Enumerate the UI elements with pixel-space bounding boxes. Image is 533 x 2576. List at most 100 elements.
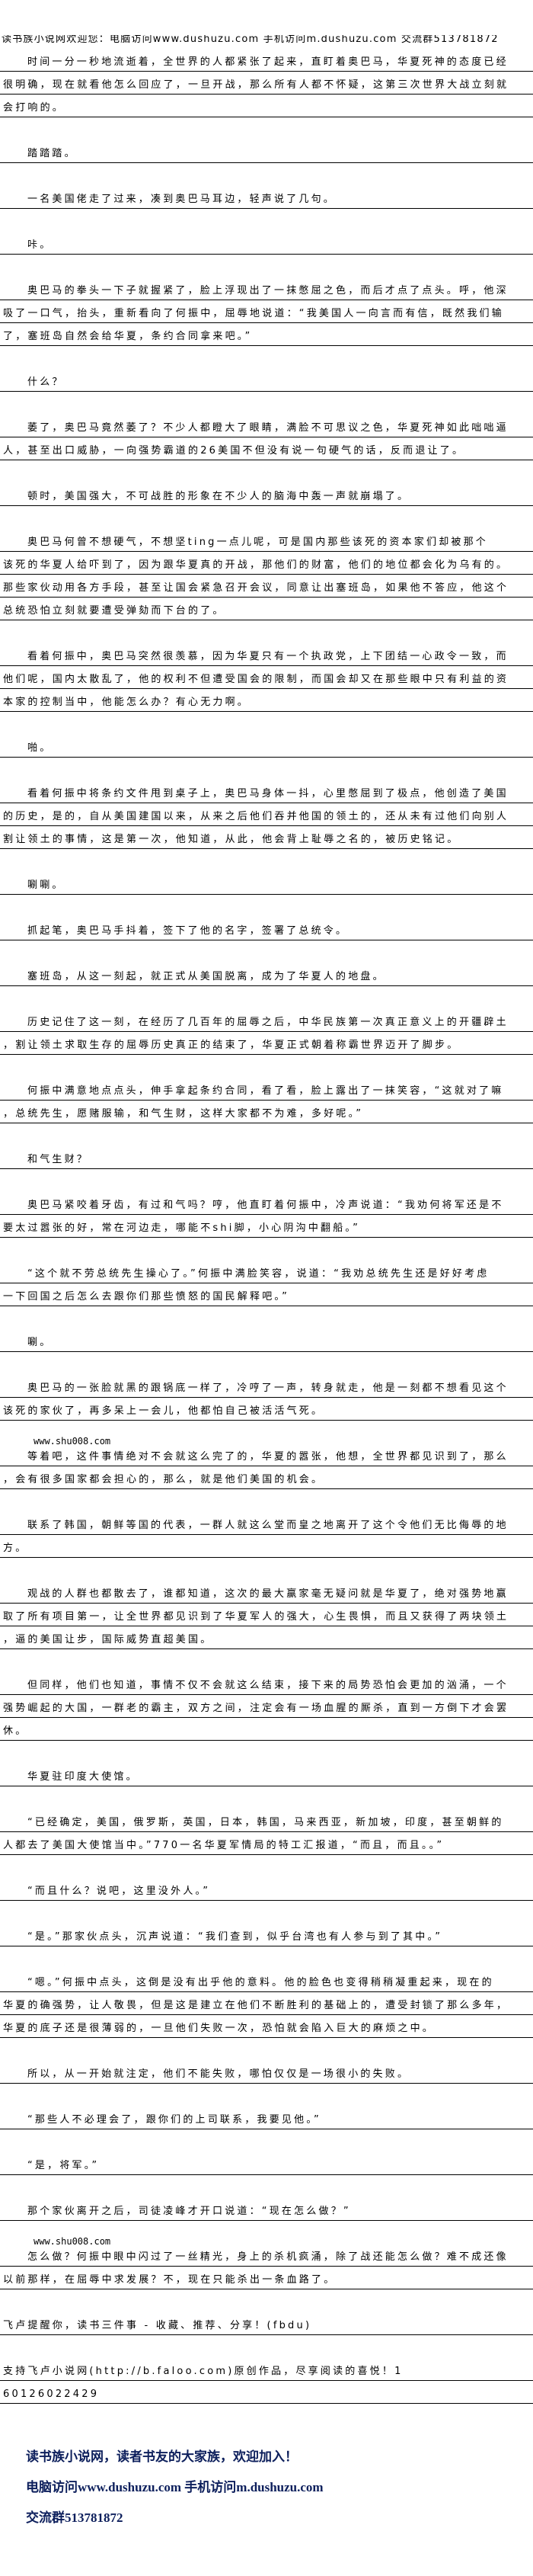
text-line: 奥巴马紧咬着牙齿，有过和气吗？哼，他直盯着何振中，冷声说道：“我劝何将军还是不 [0, 1192, 533, 1215]
paragraph: 一名美国佬走了过来，凑到奥巴马耳边，轻声说了几句。 [0, 186, 533, 209]
text-line: 看着何振中，奥巴马突然很羡慕，因为华夏只有一个执政党，上下团结一心政令一致，而 [0, 643, 533, 666]
text-line: “是，将军。” [0, 2152, 533, 2175]
text-line: 60126022429 [0, 2381, 533, 2404]
line-text: 强势崛起的大国，一群老的霸主，双方之间，注定会有一场血腥的厮杀，直到一方倒下才会… [3, 1703, 509, 1714]
text-line: 奥巴马的一张脸就黑的跟锅底一样了，冷哼了一声，转身就走，他是一刻都不想看见这个 [0, 1375, 533, 1398]
paragraph: 等着吧，这件事情绝对不会就这么完了的，华夏的嚣张，他想，全世界都见识到了，那么，… [0, 1443, 533, 1489]
paragraph: 什么？ [0, 369, 533, 392]
line-text: 所以，从一开始就注定，他们不能失败，哪怕仅仅是一场很小的失败。 [27, 2068, 410, 2080]
line-text: 踏踏踏。 [27, 148, 77, 159]
paragraph: 华夏驻印度大使馆。 [0, 1764, 533, 1786]
paragraph: 所以，从一开始就注定，他们不能失败，哪怕仅仅是一场很小的失败。 [0, 2061, 533, 2084]
text-line: 强势崛起的大国，一群老的霸主，双方之间，注定会有一场血腥的厮杀，直到一方倒下才会… [0, 1695, 533, 1718]
line-text: 啪。 [27, 742, 53, 754]
text-line: 人都去了美国大使馆当中。”770一名华夏军情局的特工汇报道，“而且，而且。。” [0, 1832, 533, 1855]
text-line: 人，甚至出口威胁，一向强势霸道的26美国不但没有说一句硬气的话，反而退让了。 [0, 437, 533, 460]
line-text: “已经确定，美国，俄罗斯，英国，日本，韩国，马来西亚，新加坡，印度，甚至朝鲜的 [27, 1817, 504, 1828]
line-text: 看着何振中将条约文件甩到桌子上，奥巴马身体一抖，心里憋屈到了极点，他创造了美国 [27, 788, 509, 799]
text-line: 本家的控制当中，他能怎么办？有心无力啊。 [0, 689, 533, 712]
line-text: 什么？ [27, 376, 65, 388]
line-text: “嗯。”何振中点头，这倒是没有出乎他的意料。他的脸色也变得稍稍凝重起来，现在的 [27, 1977, 494, 1988]
text-line: 他们呢，国内太散乱了，他的权利不但遭受国会的限制，而国会却又在那些眼中只有利益的… [0, 666, 533, 689]
paragraph-gap [0, 1855, 533, 1878]
line-text: ，总统先生，愿赌服输，和气生财，这样大家都不为难，多好呢。” [3, 1108, 364, 1120]
line-text: 一下回国之后怎么去跟你们那些愤怒的国民解释吧。” [3, 1291, 290, 1302]
line-text: 人都去了美国大使馆当中。”770一名华夏军情局的特工汇报道，“而且，而且。。” [3, 1840, 445, 1851]
paragraph: 踏踏踏。 [0, 140, 533, 163]
line-text: 观战的人群也都散去了，谁都知道，这次的最大赢家毫无疑问就是华夏了，绝对强势地赢 [27, 1588, 509, 1600]
paragraph-gap [0, 1901, 533, 1924]
footer-note: 支持飞卢小说网(http://b.faloo.com)原创作品，尽享阅读的喜悦！… [0, 2358, 533, 2404]
text-line: 所以，从一开始就注定，他们不能失败，哪怕仅仅是一场很小的失败。 [0, 2061, 533, 2084]
paragraph-gap [0, 1558, 533, 1581]
paragraph-gap [0, 986, 533, 1009]
line-text: 人，甚至出口威胁，一向强势霸道的26美国不但没有说一句硬气的话，反而退让了。 [3, 445, 465, 457]
paragraph-gap [0, 209, 533, 232]
line-text: “是。”那家伙点头，沉声说道：“我们查到，似乎台湾也有人参与到了其中。” [27, 1931, 443, 1943]
text-line: 华夏的底子还是很薄弱的，一旦他们失败一次，恐怕就会陷入巨大的麻烦之中。 [0, 2015, 533, 2038]
paragraph-gap [0, 2335, 533, 2358]
line-text: 了，塞班岛自然会给华夏，条约合同拿来吧。” [3, 331, 253, 342]
text-line: 该死的华夏人给吓到了，因为跟华夏真的开战，那他们的财富，他们的地位都会化为乌有的… [0, 552, 533, 575]
line-text: 但同样，他们也知道，事情不仅不会就这么结束，接下来的局势恐怕会更加的汹涌，一个 [27, 1680, 509, 1691]
text-line: 那个家伙离开之后，司徒凌峰才开口说道：“现在怎么做？” [0, 2198, 533, 2221]
paragraph: 那个家伙离开之后，司徒凌峰才开口说道：“现在怎么做？” [0, 2198, 533, 2221]
line-text: 奥巴马何曾不想硬气，不想坚ting一点儿呢，可是国内那些该死的资本家们却被那个 [27, 537, 489, 548]
text-line: 该死的家伙了，再多呆上一会儿，他都怕自己被活活气死。 [0, 1398, 533, 1421]
text-line: 取了所有项目第一，让全世界都见识到了华夏军人的强大，心生畏惧，而且又获得了两块领… [0, 1604, 533, 1626]
paragraph-gap [0, 940, 533, 963]
line-text: 联系了韩国，朝鲜等国的代表，一群人就这么堂而皇之地离开了这个令他们无比侮辱的地 [27, 1520, 509, 1531]
promo-access-links[interactable]: 电脑访问www.dushuzu.com 手机访问m.dushuzu.com [26, 2480, 324, 2494]
line-text: 时间一分一秒地流逝着，全世界的人都紧张了起来，直盯着奥巴马，华夏死神的态度已经 [27, 56, 509, 68]
line-text: 奥巴马的拳头一下子就握紧了，脸上浮现出了一抹憋屈之色，而后才点了点头。呼，他深 [27, 285, 509, 296]
line-text: 华夏驻印度大使馆。 [27, 1771, 139, 1783]
paragraph: 奥巴马的一张脸就黑的跟锅底一样了，冷哼了一声，转身就走，他是一刻都不想看见这个该… [0, 1375, 533, 1421]
line-text: 方。 [3, 1543, 28, 1554]
paragraph: 看着何振中，奥巴马突然很羡慕，因为华夏只有一个执政党，上下团结一心政令一致，而他… [0, 643, 533, 712]
paragraph-gap [0, 620, 533, 643]
paragraph: 唰。 [0, 1329, 533, 1352]
paragraph: 塞班岛，从这一刻起，就正式从美国脱离，成为了华夏人的地盘。 [0, 963, 533, 986]
watermark-link[interactable]: www.shu008.com [34, 1436, 111, 1447]
line-text: 怎么做？何振中眼中闪过了一丝精光，身上的杀机疯涌，除了战还能怎么做？难不成还像 [27, 2251, 509, 2263]
paragraph-gap [0, 1489, 533, 1512]
banner-text: 读书族小说网欢迎您：电脑访问www.dushuzu.com 手机访问m.dush… [2, 35, 499, 45]
paragraph-gap [0, 1123, 533, 1146]
text-line: 奥巴马何曾不想硬气，不想坚ting一点儿呢，可是国内那些该死的资本家们却被那个 [0, 529, 533, 552]
line-text: 要太过嚣张的好，常在河边走，哪能不shi脚，小心阴沟中翻船。” [3, 1222, 361, 1234]
text-line: 总统恐怕立刻就要遭受弹劾而下台的了。 [0, 598, 533, 620]
watermark-link[interactable]: www.shu008.com [34, 2236, 111, 2247]
text-line: 唰唰。 [0, 872, 533, 895]
line-text: 萎了，奥巴马竟然萎了？不少人都瞪大了眼睛，满脸不可思议之色，华夏死神如此咄咄逼 [27, 422, 509, 434]
text-line: 的历史，是的，自从美国建国以来，从来之后他们吞并他国的领土的，还从未有过他们向别… [0, 803, 533, 826]
paragraph: 但同样，他们也知道，事情不仅不会就这么结束，接下来的局势恐怕会更加的汹涌，一个强… [0, 1672, 533, 1741]
paragraph-gap [0, 1786, 533, 1809]
line-text: 华夏的底子还是很薄弱的，一旦他们失败一次，恐怕就会陷入巨大的麻烦之中。 [3, 2023, 436, 2034]
line-text: 总统恐怕立刻就要遭受弹劾而下台的了。 [3, 605, 225, 617]
text-line: 支持飞卢小说网(http://b.faloo.com)原创作品，尽享阅读的喜悦！… [0, 2358, 533, 2381]
paragraph: 奥巴马紧咬着牙齿，有过和气吗？哼，他直盯着何振中，冷声说道：“我劝何将军还是不要… [0, 1192, 533, 1238]
line-text: 的历史，是的，自从美国建国以来，从来之后他们吞并他国的领土的，还从未有过他们向别… [3, 811, 509, 822]
line-text: 历史记住了这一刻，在经历了几百年的屈辱之后，中华民族第一次真正意义上的开疆辟土 [27, 1017, 509, 1028]
text-line: 和气生财？ [0, 1146, 533, 1169]
paragraph-gap [0, 1169, 533, 1192]
line-text: 会打响的。 [3, 102, 65, 114]
text-line: 何振中满意地点点头，伸手拿起条约合同，看了看，脸上露出了一抹笑容，“这就对了嘛 [0, 1078, 533, 1101]
promo-welcome: 读书族小说网，读者书友的大家族，欢迎加入！ [26, 2449, 298, 2464]
line-text: 看着何振中，奥巴马突然很羡慕，因为华夏只有一个执政党，上下团结一心政令一致，而 [27, 651, 509, 662]
text-line: “嗯。”何振中点头，这倒是没有出乎他的意料。他的脸色也变得稍稍凝重起来，现在的 [0, 1969, 533, 1992]
line-text: 奥巴马的一张脸就黑的跟锅底一样了，冷哼了一声，转身就走，他是一刻都不想看见这个 [27, 1383, 509, 1394]
line-text: 该死的华夏人给吓到了，因为跟华夏真的开战，那他们的财富，他们的地位都会化为乌有的… [3, 559, 509, 571]
paragraph: 咔。 [0, 232, 533, 255]
paragraph-gap [0, 758, 533, 780]
paragraph-gap: www.shu008.com [0, 2221, 533, 2247]
text-line: “是。”那家伙点头，沉声说道：“我们查到，似乎台湾也有人参与到了其中。” [0, 1924, 533, 1946]
text-line: 看着何振中将条约文件甩到桌子上，奥巴马身体一抖，心里憋屈到了极点，他创造了美国 [0, 780, 533, 803]
text-line: 要太过嚣张的好，常在河边走，哪能不shi脚，小心阴沟中翻船。” [0, 1215, 533, 1238]
paragraph-gap [0, 2404, 533, 2427]
line-text: 抓起笔，奥巴马手抖着，签下了他的名字，签署了总统令。 [27, 925, 349, 937]
text-line: 历史记住了这一刻，在经历了几百年的屈辱之后，中华民族第一次真正意义上的开疆辟土 [0, 1009, 533, 1032]
line-text: 塞班岛，从这一刻起，就正式从美国脱离，成为了华夏人的地盘。 [27, 971, 385, 982]
paragraph-gap [0, 117, 533, 140]
line-text: 咔。 [27, 239, 53, 251]
